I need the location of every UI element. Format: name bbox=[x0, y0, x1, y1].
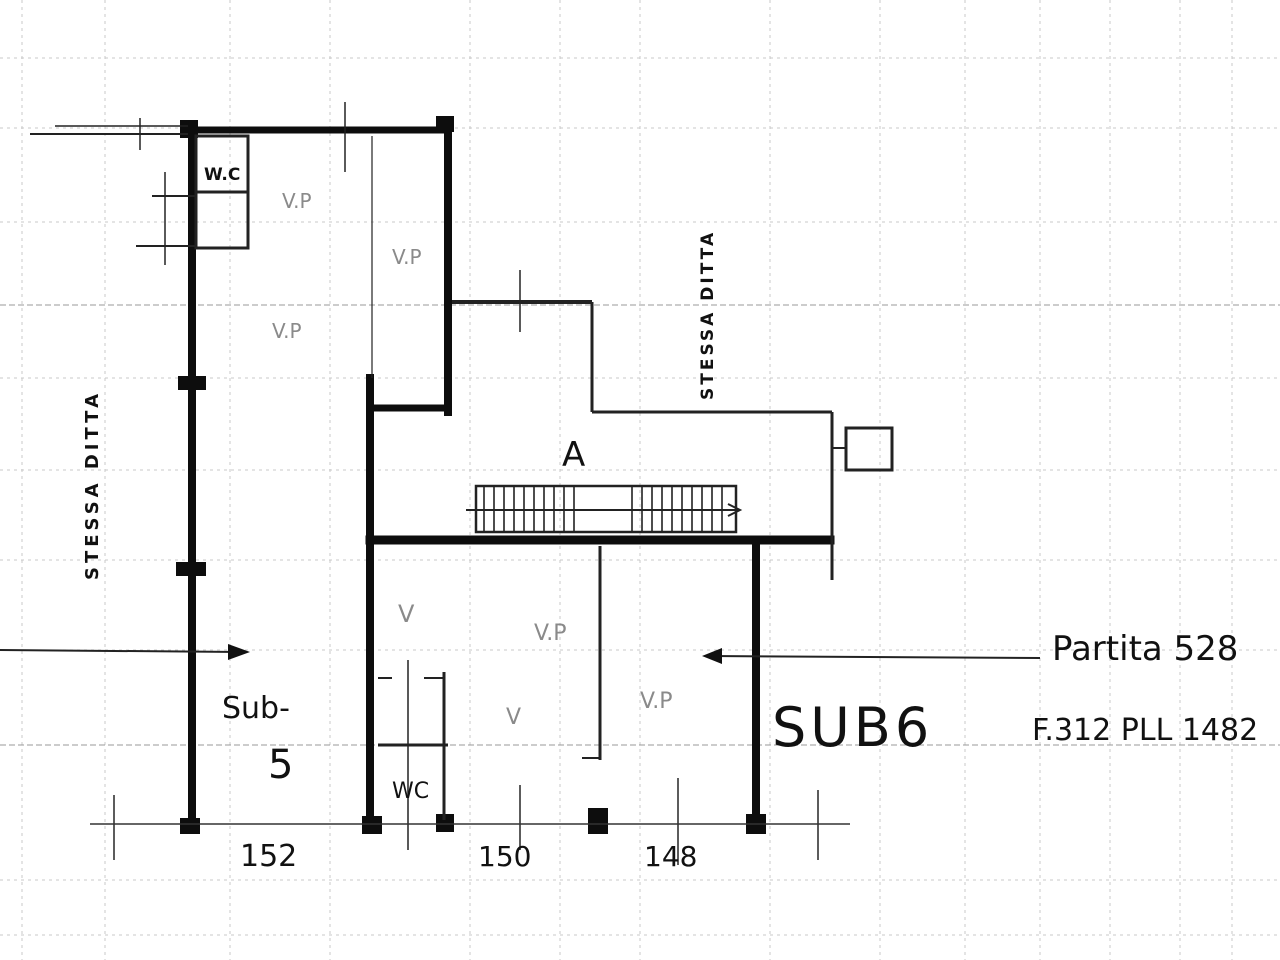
dimension-label-1: 152 bbox=[240, 839, 297, 874]
vp-label-5: V.P bbox=[640, 689, 672, 714]
vp-label-2: V.P bbox=[392, 245, 422, 269]
dimension-label-3: 148 bbox=[644, 840, 697, 873]
partita-label: Partita 528 bbox=[1052, 629, 1238, 669]
stair-symbol bbox=[466, 484, 743, 534]
stessa-ditta-left-label: STESSA DITTA bbox=[82, 390, 103, 580]
vp-label-3: V.P bbox=[272, 319, 302, 343]
foglio-label: F.312 PLL 1482 bbox=[1032, 713, 1258, 748]
sub6-label: SUB6 bbox=[772, 696, 933, 759]
v-label-2: V bbox=[506, 705, 521, 730]
v-label-1: V bbox=[398, 600, 415, 628]
vp-label-4: V.P bbox=[534, 621, 566, 646]
sub5-label-bottom: 5 bbox=[268, 742, 293, 788]
vp-label-1: V.P bbox=[282, 189, 312, 213]
dimension-line bbox=[90, 778, 850, 865]
sub5-label-top: Sub- bbox=[222, 691, 290, 726]
interior-lines bbox=[0, 102, 1041, 850]
room-a-label: A bbox=[562, 435, 585, 475]
wc-upper-label: W.C bbox=[204, 165, 240, 185]
wall-columns bbox=[176, 116, 766, 834]
wc-lower-label: WC bbox=[392, 779, 429, 804]
dimension-label-2: 150 bbox=[478, 840, 531, 873]
stessa-ditta-right-label: STESSA DITTA bbox=[698, 230, 718, 400]
